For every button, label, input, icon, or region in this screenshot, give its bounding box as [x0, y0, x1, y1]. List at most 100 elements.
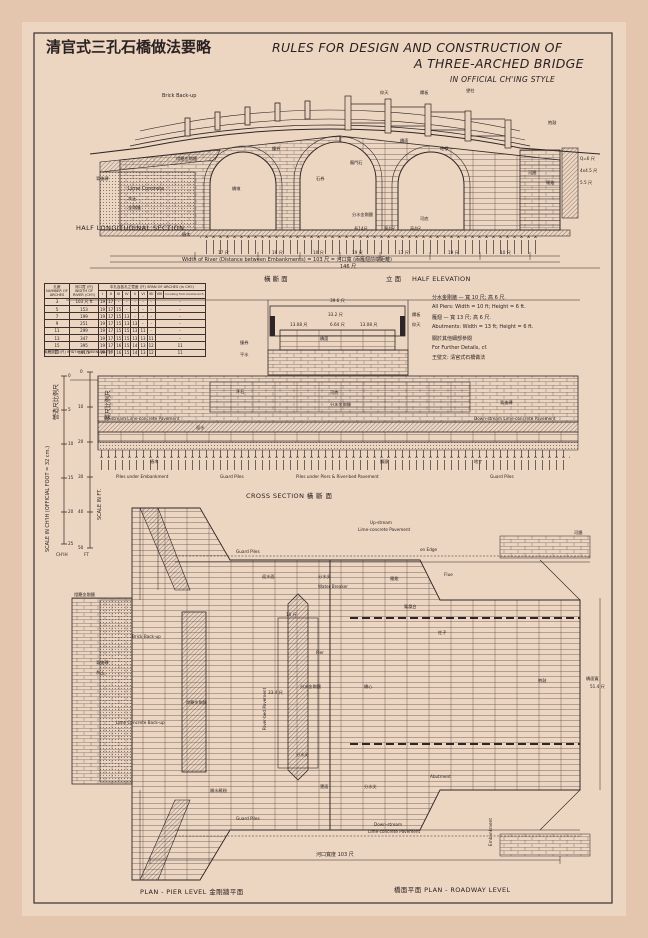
dim-2: 10 尺 [313, 250, 324, 255]
label-brick-backup: Brick Back-up [162, 93, 197, 99]
plan-pier-dim-0: 10 尺 [286, 612, 297, 617]
span-table-counting: Counting from Central Arch [163, 290, 206, 299]
label-cn-17: 石券 [316, 176, 325, 181]
cross-cn-2: 橋面 [320, 336, 329, 341]
scale-left-title-cn: 營造尺比例尺 [53, 383, 60, 420]
span-table-cell: 11 [44, 326, 70, 336]
elevation-drawing [89, 95, 601, 269]
plan-label-8: Lime Concrete Back-up [116, 720, 165, 725]
note-1: All Piers: Width = 10 ft; Height = 6 ft. [432, 304, 526, 310]
label-cn-13: 龍門石 [350, 160, 363, 165]
plan-right-label: 橋面寬 [586, 676, 599, 681]
span-table-cell: - [146, 304, 156, 314]
span-table-cell: 251 [69, 319, 99, 328]
plan-label-13: Embankment [488, 818, 493, 846]
span-table-cell: 19 [97, 312, 108, 321]
span-table-cell: 14 [130, 341, 140, 350]
note-5: For Further Details, cf. [432, 345, 488, 351]
span-table-cell: - [146, 326, 156, 336]
label-cn-15: 橋墩 [232, 186, 241, 191]
scale-left-tick-5: 25 [68, 541, 74, 546]
span-table-cell: 13 [130, 319, 140, 328]
cross-cn-0: 欄板 [412, 312, 421, 317]
plan-label-0: Guard Piles [236, 549, 260, 554]
plan-river-width: 河口寬度 103 尺 [316, 852, 354, 858]
scale-right-tick-4: 40 [78, 509, 84, 514]
label-cn-14: 分水金剛牆 [352, 212, 373, 217]
span-table-cell: 15 [114, 312, 124, 321]
plan-label-14: Guard Piles [236, 816, 260, 821]
title-english-line1: RULES FOR DESIGN AND CONSTRUCTION OF [272, 40, 563, 55]
note-4: 關於其他細部參閱 [432, 336, 473, 342]
label-right-dim-0: Q=6 尺 [580, 156, 595, 161]
label-cn-9: 河牆 [528, 170, 537, 175]
plan-cn-11: 順水雁翅 [210, 788, 227, 793]
span-table-h9: VII [146, 290, 156, 299]
plan-cn-0: 迎水面 [262, 574, 275, 579]
note-6: 王璧文: 清官式石橋做法 [432, 355, 486, 361]
scale-left-tick-2: 10 [68, 441, 74, 446]
scale-left-tick-0: 0 [68, 373, 71, 378]
span-table-cell: 19 [97, 297, 108, 306]
cross-guard-piles-2: Guard Piles [490, 474, 514, 479]
cross-upstream: Up-stream Lime-concrete Pavement [104, 416, 180, 421]
scale-right-tick-1: 10 [78, 404, 84, 409]
label-right-dim-2: 5.5 尺 [580, 180, 593, 185]
span-table-cell: 14 [130, 348, 140, 357]
span-table-cell: 15 [122, 348, 132, 357]
scale-right-title: SCALE IN FT. [97, 488, 103, 520]
plan-left-label: 燈籠金剛牆 [74, 592, 95, 597]
cross-cn-5: 分水金剛牆 [330, 402, 351, 407]
label-cn-12: 地栿 [440, 146, 449, 151]
scale-left-tick-3: 15 [68, 475, 74, 480]
plan-label-1: Up-stream [370, 520, 392, 525]
span-table-cell: - [154, 312, 206, 321]
span-table-cell: 15 [122, 341, 132, 350]
span-table-cell: 13 [138, 348, 148, 357]
cross-sub-width-2: 13.08 尺 [360, 322, 378, 327]
span-table-cell: - [130, 304, 140, 314]
span-table-cell: 17 [106, 334, 116, 343]
span-table-cell: 13 [130, 326, 140, 336]
span-table-h6: IV [122, 290, 132, 299]
caption-plan-pier-level-en: PLAN - PIER LEVEL [140, 888, 207, 896]
note-2: 雁翅 — 寬 13 尺; 高 6 尺. [432, 315, 491, 321]
span-table-cell: 19 [97, 319, 108, 328]
span-table-h8: VI [138, 290, 148, 299]
span-table-cell: - [130, 312, 140, 321]
caption-plan-roadway-level-cn: 橋面平面 [394, 886, 422, 894]
plan-label-5: Pier [316, 650, 324, 655]
span-table-cell: 15 [114, 319, 124, 328]
caption-plan-roadway-level: 橋面平面 PLAN - ROADWAY LEVEL [394, 884, 510, 894]
span-table-cell: 19 [97, 304, 108, 314]
plan-cn-5: 河牆 [574, 530, 583, 535]
span-table-cell: - [146, 297, 156, 306]
span-table-cell: - [154, 326, 206, 336]
cross-piles-piers: Piles under Piers & River-bed Pavement [296, 474, 379, 479]
span-table-cell: 13 [122, 312, 132, 321]
plan-cn-6: 雁翅 [390, 576, 399, 581]
label-cn-0: 燈籠金剛牆 [176, 156, 197, 161]
scale-bars [61, 371, 93, 549]
span-table-cell: 16 [114, 341, 124, 350]
span-table-cell: 13 [122, 319, 132, 328]
caption-cross-section: CROSS SECTION 橫 斷 面 [246, 490, 332, 500]
cross-guard-piles: Guard Piles [220, 474, 244, 479]
span-table-cell: 15 [44, 341, 70, 350]
label-cn-10: 雁翅 [546, 180, 555, 185]
label-cn-19: 長14尺 [354, 226, 368, 231]
title-chinese: 清官式三孔石橋做法要略 [46, 38, 212, 56]
span-table-cell: 17 [106, 341, 116, 350]
label-cn-20: 寬4尺 [384, 226, 396, 231]
dim-1: 19 尺 [272, 250, 283, 255]
span-table-cell: 7 [44, 312, 70, 321]
span-table-cell: 12 [146, 341, 156, 350]
note-3: Abutments: Width = 13 ft; Height = 6 ft. [432, 324, 534, 330]
title-english-line3: IN OFFICIAL CH'ING STYLE [450, 75, 556, 84]
